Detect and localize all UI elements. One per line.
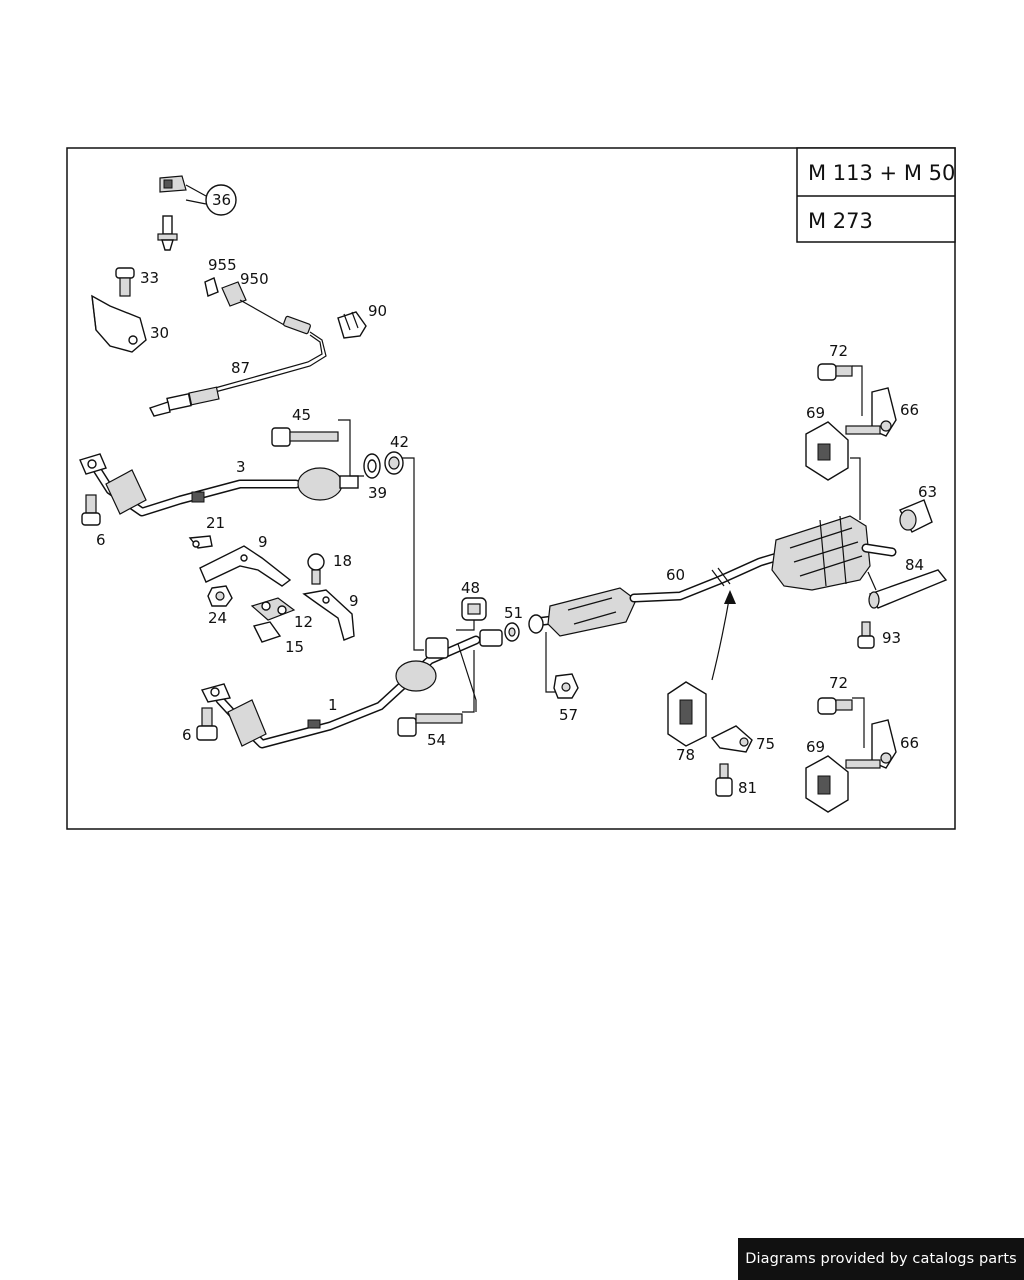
- part-69-hanger-lower: [805, 755, 881, 813]
- callout-93: 93: [882, 629, 901, 647]
- part-39-gasket: [363, 453, 381, 479]
- callout-21: 21: [206, 514, 225, 532]
- engine-row-2: M 273: [808, 209, 873, 233]
- part-30-heat-shield: [91, 294, 147, 353]
- part-15-clamp: [252, 621, 282, 643]
- callout-72-upper: 72: [829, 342, 848, 360]
- footer-banner: Diagrams provided by catalogs parts: [738, 1238, 1024, 1280]
- callout-9-a: 9: [258, 533, 268, 551]
- callout-12: 12: [294, 613, 313, 631]
- callout-90: 90: [368, 302, 387, 320]
- part-57-nut: [545, 632, 579, 699]
- callout-84: 84: [905, 556, 924, 574]
- part-66-bracket-lower: [871, 719, 897, 769]
- diagram-frame: [66, 147, 956, 830]
- callout-15: 15: [285, 638, 304, 656]
- engine-table: M 113 + M 50 M 273: [796, 147, 956, 243]
- part-84-tailpipe: [867, 569, 948, 609]
- part-51-ring: [504, 622, 520, 642]
- callout-42: 42: [390, 433, 409, 451]
- part-1-front-pipe-lower: [200, 629, 503, 749]
- part-72-bolt-lower: [817, 697, 865, 748]
- part-87-oxygen-sensor: [149, 315, 327, 417]
- callout-63: 63: [918, 483, 937, 501]
- part-3-front-pipe-upper: [79, 453, 359, 517]
- callout-9-b: 9: [349, 592, 359, 610]
- part-63-tailpipe-tip: [899, 499, 933, 533]
- callout-60: 60: [666, 566, 685, 584]
- callout-78: 78: [676, 746, 695, 764]
- callout-1: 1: [328, 696, 338, 714]
- callout-18: 18: [333, 552, 352, 570]
- part-9-bracket-b: [302, 589, 355, 641]
- part-81-bolt: [715, 763, 733, 797]
- callout-69-lower: 69: [806, 738, 825, 756]
- part-42-ring: [384, 451, 424, 651]
- callout-87: 87: [231, 359, 250, 377]
- callout-66-upper: 66: [900, 401, 919, 419]
- callout-51: 51: [504, 604, 523, 622]
- part-48-mount: [456, 597, 487, 631]
- callout-39: 39: [368, 484, 387, 502]
- callout-36: 36: [212, 191, 231, 209]
- part-24-nut: [207, 585, 233, 607]
- part-955-950-connector: [204, 277, 287, 327]
- callout-33: 33: [140, 269, 159, 287]
- rear-muffler: [771, 457, 897, 591]
- callout-6-lower: 6: [182, 726, 192, 744]
- part-33-bolt: [115, 267, 135, 297]
- callout-955: 955: [208, 256, 237, 274]
- part-45-bolt: [271, 419, 364, 477]
- part-18-bolt: [307, 553, 325, 585]
- part-66-bracket-upper: [871, 387, 897, 437]
- callout-30: 30: [150, 324, 169, 342]
- part-54-bolt: [397, 650, 475, 737]
- callout-75: 75: [756, 735, 775, 753]
- part-21-bracket: [188, 535, 213, 549]
- part-60-intermediate-pipe: [528, 551, 785, 637]
- callout-72-lower: 72: [829, 674, 848, 692]
- callout-48: 48: [461, 579, 480, 597]
- part-12-clamp: [250, 597, 296, 621]
- engine-row-1: M 113 + M 50: [808, 161, 955, 185]
- part-90-clip: [337, 311, 367, 339]
- part-6-bolt-lower: [196, 707, 218, 741]
- callout-3: 3: [236, 458, 246, 476]
- part-69-hanger-upper: [805, 421, 881, 481]
- part-9-bracket-a: [199, 545, 292, 587]
- callout-69-upper: 69: [806, 404, 825, 422]
- callout-54: 54: [427, 731, 446, 749]
- callout-81: 81: [738, 779, 757, 797]
- part-36-clip: [157, 175, 237, 251]
- part-78-hanger: [667, 590, 736, 747]
- callout-950: 950: [240, 270, 269, 288]
- part-93-bolt: [857, 621, 875, 649]
- part-6-bolt-upper: [81, 494, 101, 526]
- callout-24: 24: [208, 609, 227, 627]
- part-75-bracket: [710, 725, 753, 753]
- part-72-bolt-upper: [817, 363, 863, 416]
- callout-45: 45: [292, 406, 311, 424]
- callout-57: 57: [559, 706, 578, 724]
- callout-66-lower: 66: [900, 734, 919, 752]
- callout-6-upper: 6: [96, 531, 106, 549]
